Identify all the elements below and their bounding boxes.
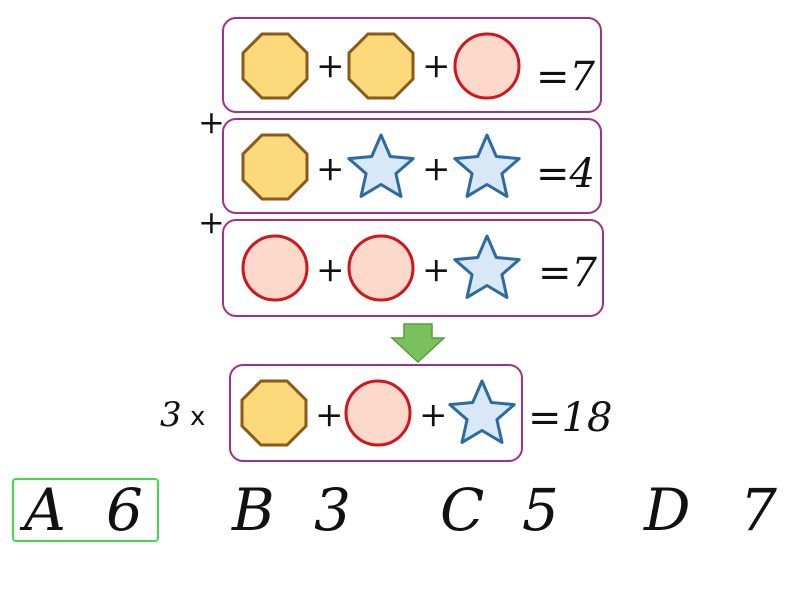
- multiplier: 3: [160, 395, 182, 435]
- circle-icon: [452, 31, 522, 101]
- plus-sign: +: [422, 46, 451, 86]
- star-icon: [346, 132, 416, 202]
- row-1-result: =7: [536, 54, 595, 100]
- plus-sign: +: [315, 395, 344, 435]
- plus-sign: +: [422, 250, 451, 290]
- option-b[interactable]: B 3: [232, 478, 351, 542]
- star-icon: [452, 233, 522, 303]
- option-a-letter: A: [24, 476, 66, 544]
- option-c[interactable]: C 5: [440, 478, 559, 542]
- down-arrow-icon: [390, 323, 446, 364]
- row-3-result: =7: [538, 250, 597, 296]
- plus-sign: +: [316, 250, 345, 290]
- row-plus-sign: +: [198, 103, 225, 141]
- option-d-value: 7: [740, 476, 777, 544]
- octagon-icon: [240, 31, 310, 101]
- option-b-letter: B: [232, 476, 275, 544]
- octagon-icon: [346, 31, 416, 101]
- octagon-icon: [240, 132, 310, 202]
- combined-result: =18: [528, 395, 613, 441]
- option-c-value: 5: [522, 476, 559, 544]
- times-sign: x: [190, 402, 206, 432]
- plus-sign: +: [316, 149, 345, 189]
- option-d-letter: D: [644, 476, 691, 544]
- octagon-icon: [239, 378, 309, 448]
- circle-icon: [346, 233, 416, 303]
- combined-row: + +: [229, 364, 523, 462]
- option-c-letter: C: [440, 476, 485, 544]
- equation-row-3: + + =7: [222, 219, 604, 317]
- plus-sign: +: [316, 46, 345, 86]
- option-b-value: 3: [314, 476, 351, 544]
- option-a[interactable]: A 6: [12, 478, 159, 542]
- option-a-value: 6: [106, 476, 143, 544]
- row-2-result: =4: [536, 151, 595, 197]
- circle-icon: [240, 233, 310, 303]
- plus-sign: +: [422, 149, 451, 189]
- star-icon: [452, 132, 522, 202]
- star-icon: [447, 378, 517, 448]
- row-plus-sign: +: [198, 203, 225, 241]
- plus-sign: +: [419, 395, 448, 435]
- circle-icon: [343, 378, 413, 448]
- option-d[interactable]: D 7: [644, 478, 777, 542]
- equation-row-2: + + =4: [222, 118, 602, 214]
- equation-row-1: + + =7: [222, 17, 602, 113]
